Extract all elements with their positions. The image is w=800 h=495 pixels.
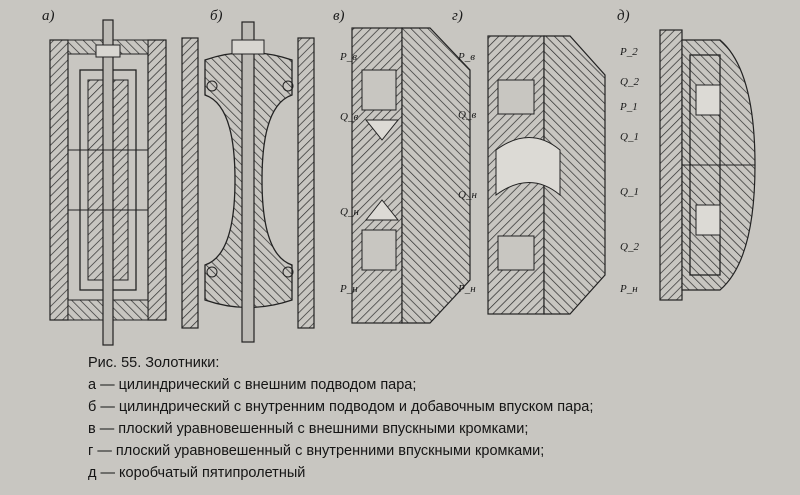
dim-d-q1-bottom: Q_1: [620, 186, 639, 198]
dim-d-p2: P_2: [619, 46, 638, 58]
dim-d-q2-top: Q_2: [620, 76, 639, 88]
dim-g-pv: P_в: [457, 51, 475, 63]
caption-line-d: д — коробчатый пятипролетный: [88, 465, 306, 481]
dim-v-qn: Q_н: [340, 206, 359, 218]
caption-line-a: а — цилиндрический с внешним подводом па…: [88, 377, 417, 393]
panel-label-v: в): [333, 8, 345, 24]
dim-v-qv: Q_в: [340, 111, 358, 123]
panel-label-a: а): [42, 8, 55, 24]
caption-line-b: б — цилиндрический с внутренним подводом…: [88, 399, 594, 415]
panel-g-flat-balanced-internal-valve: г) P_в Q_в Q_н P_н: [452, 8, 606, 315]
caption-line-v: в — плоский уравновешенный с внешними вп…: [88, 421, 529, 437]
valve-drawing: а) б) в) P_в Q_в Q_н P_н: [42, 8, 756, 346]
dim-v-pv: P_в: [339, 51, 357, 63]
dim-d-p1: P_1: [619, 101, 638, 113]
caption-title: Рис. 55. Золотники:: [88, 355, 220, 371]
panel-d-box-five-port-valve: д) P_2 Q_2 P_1 Q_1 Q_1 Q_2 P_н: [617, 8, 756, 301]
panel-label-d: д): [617, 8, 630, 24]
panel-v-flat-balanced-external-valve: в) P_в Q_в Q_н P_н: [333, 8, 471, 324]
dim-g-pn: P_н: [457, 283, 476, 295]
dim-g-qn: Q_н: [458, 189, 477, 201]
dim-d-q2-bottom: Q_2: [620, 241, 639, 253]
dim-v-pn: P_н: [339, 283, 358, 295]
dim-d-q1-top: Q_1: [620, 131, 639, 143]
panel-a-cylindrical-external-valve: а): [42, 8, 167, 346]
dim-d-pn: P_н: [619, 283, 638, 295]
caption-line-g: г — плоский уравновешенный с внутренними…: [88, 443, 545, 459]
dim-g-qv: Q_в: [458, 109, 476, 121]
panel-b-cylindrical-internal-valve: б): [181, 8, 315, 343]
panel-label-g: г): [452, 8, 463, 24]
panel-label-b: б): [210, 8, 223, 24]
